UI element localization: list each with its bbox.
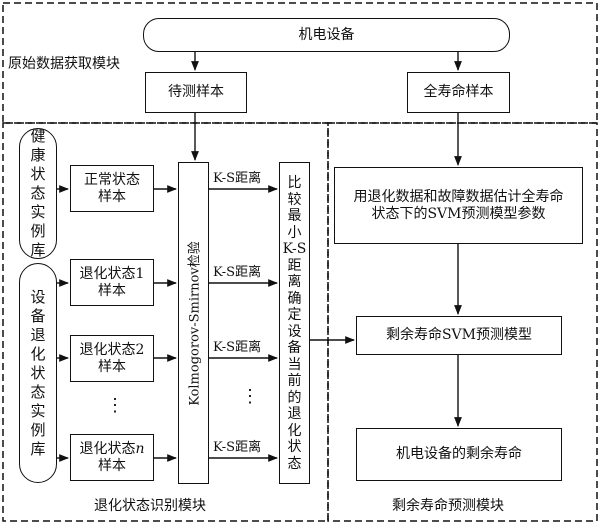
ks-distance-label-4: K-S距离 — [213, 440, 262, 455]
degradation-n-sample-word: 样本 — [98, 457, 126, 474]
test-sample-node: 待测样本 — [145, 72, 247, 113]
identification-module-label: 退化状态识别模块 — [94, 498, 206, 514]
ks-test-label: Kolmogorov-Smirnov检验 — [187, 241, 203, 406]
remaining-life-node: 机电设备的剩余寿命 — [356, 428, 562, 481]
ks-distance-label-2: K-S距离 — [213, 265, 262, 280]
acquisition-module-label: 原始数据获取模块 — [8, 56, 120, 72]
degradation-1-sample-node: 退化状态1 样本 — [70, 259, 154, 306]
ks-test-node: Kolmogorov-Smirnov检验 — [178, 162, 209, 484]
degradation-n-label: 退化状态n — [79, 441, 144, 458]
degradation-library-label: 设备退化状态实例库 — [30, 287, 46, 458]
prediction-module-label: 剩余寿命预测模块 — [392, 498, 504, 514]
healthy-library-label: 健康状态实例库 — [30, 127, 46, 259]
ks-distance-label-1: K-S距离 — [213, 171, 262, 186]
samples-ellipsis: ⋮ — [106, 395, 124, 416]
ks-ellipsis: ⋮ — [241, 386, 259, 407]
prediction-module-border — [327, 122, 598, 522]
compare-node: 比较最小K-S距离确定设备当前的退化状态 — [279, 162, 310, 484]
normal-sample-node: 正常状态 样本 — [70, 165, 154, 212]
degradation-library-node: 设备退化状态实例库 — [19, 263, 57, 483]
degradation-n-sample-node: 退化状态n 样本 — [70, 434, 154, 481]
degradation-2-sample-node: 退化状态2 样本 — [70, 335, 154, 382]
estimate-params-node: 用退化数据和故障数据估计全寿命 状态下的SVM预测模型参数 — [334, 167, 583, 244]
full-life-sample-node: 全寿命样本 — [407, 72, 510, 113]
compare-label: 比较最小K-S距离确定设备当前的退化状态 — [282, 175, 307, 472]
svm-model-node: 剩余寿命SVM预测模型 — [356, 316, 562, 355]
acquisition-module-border — [2, 2, 598, 124]
equipment-node: 机电设备 — [143, 18, 510, 52]
degradation-n-prefix: 退化状态 — [79, 440, 136, 457]
healthy-library-node: 健康状态实例库 — [19, 127, 57, 259]
degradation-n-italic: n — [135, 440, 145, 457]
ks-distance-label-3: K-S距离 — [213, 340, 262, 355]
